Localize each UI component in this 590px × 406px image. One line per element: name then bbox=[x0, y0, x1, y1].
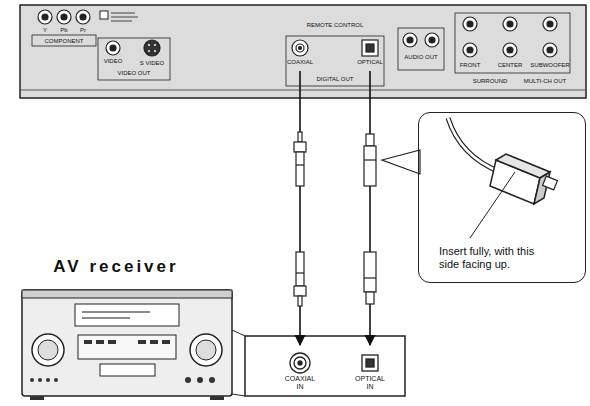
jack-label: OPTICAL IN bbox=[352, 375, 388, 391]
av-receiver bbox=[22, 290, 232, 400]
player-rear-panel bbox=[20, 5, 586, 98]
jack-label: OPTICAL bbox=[357, 59, 383, 66]
rca-plug bbox=[294, 252, 306, 306]
panel-label: SUBWOOFER bbox=[530, 62, 569, 68]
panel-label: COMPONENT bbox=[45, 38, 84, 44]
panel-label: REMOTE CONTROL bbox=[307, 22, 364, 28]
jack-label: COAXIAL bbox=[287, 59, 313, 66]
rca-plug bbox=[294, 132, 306, 186]
zoom-line bbox=[232, 330, 245, 336]
callout-pointer bbox=[382, 150, 420, 174]
panel-label: CENTER bbox=[498, 62, 523, 68]
zoom-line bbox=[232, 394, 245, 396]
digital-out-jacks bbox=[292, 40, 378, 56]
jack-label: COAXIAL IN bbox=[282, 375, 318, 391]
audio-out-frame bbox=[398, 28, 444, 70]
output-jack: OPTICAL bbox=[347, 38, 393, 70]
switch-block bbox=[100, 11, 138, 21]
device-name: AV receiver bbox=[53, 258, 178, 275]
optical-plug bbox=[364, 252, 376, 304]
audio-out-jacks bbox=[403, 33, 439, 47]
callout-text: Insert fully, with this side facing up. bbox=[439, 245, 551, 270]
leader-line bbox=[470, 172, 515, 238]
input-jack: COAXIAL IN bbox=[275, 346, 325, 395]
component-frame bbox=[32, 35, 96, 46]
receiver-input-jacks bbox=[290, 353, 378, 373]
video-out-frame bbox=[98, 38, 170, 80]
panel-label: DIGITAL OUT bbox=[316, 76, 353, 82]
panel-label: MULTI-CH OUT bbox=[524, 78, 567, 84]
optical-plug-detail bbox=[448, 118, 557, 238]
video-jacks bbox=[106, 40, 160, 56]
panel-label: AUDIO OUT bbox=[404, 54, 437, 60]
panel-label: FRONT bbox=[460, 62, 481, 68]
receiver-input-panel bbox=[245, 336, 405, 396]
panel-label: Pr bbox=[80, 27, 86, 33]
multichannel-frame bbox=[455, 13, 570, 73]
panel-label: Y bbox=[43, 27, 47, 33]
panel-label: VIDEO OUT bbox=[117, 70, 150, 76]
panel-label: VIDEO bbox=[104, 58, 123, 64]
multichannel-jacks bbox=[463, 17, 557, 57]
panel-edge bbox=[20, 90, 586, 91]
panel-label: SURROUND bbox=[473, 78, 508, 84]
panel-label: Pb bbox=[60, 27, 67, 33]
output-jack: COAXIAL bbox=[277, 38, 323, 70]
input-jack: OPTICAL IN bbox=[345, 346, 395, 395]
panel-label: S VIDEO bbox=[140, 60, 164, 66]
component-jacks bbox=[38, 10, 90, 24]
optical-plug bbox=[364, 134, 376, 186]
callout-box: Insert fully, with this side facing up. bbox=[418, 112, 586, 283]
